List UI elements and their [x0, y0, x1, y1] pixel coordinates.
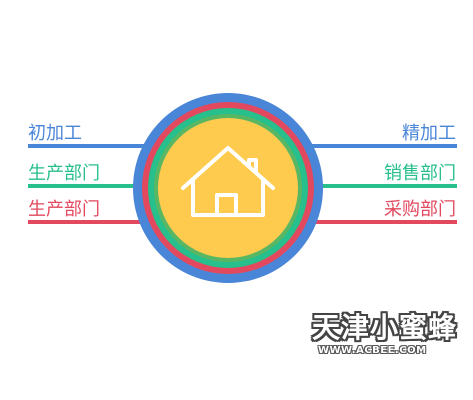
center-circle: [158, 118, 298, 258]
label-left-bottom: 生产部门: [28, 199, 100, 220]
label-right-bottom: 采购部门: [384, 199, 456, 220]
label-left-mid: 生产部门: [28, 163, 100, 184]
label-left-top: 初加工: [28, 123, 82, 144]
label-right-top: 精加工: [402, 123, 456, 144]
watermark-title: 天津小蜜蜂: [312, 311, 458, 344]
label-right-mid: 销售部门: [384, 163, 456, 184]
house-icon: [181, 146, 275, 217]
watermark-url: WWW.ACBEE.COM: [318, 345, 427, 356]
